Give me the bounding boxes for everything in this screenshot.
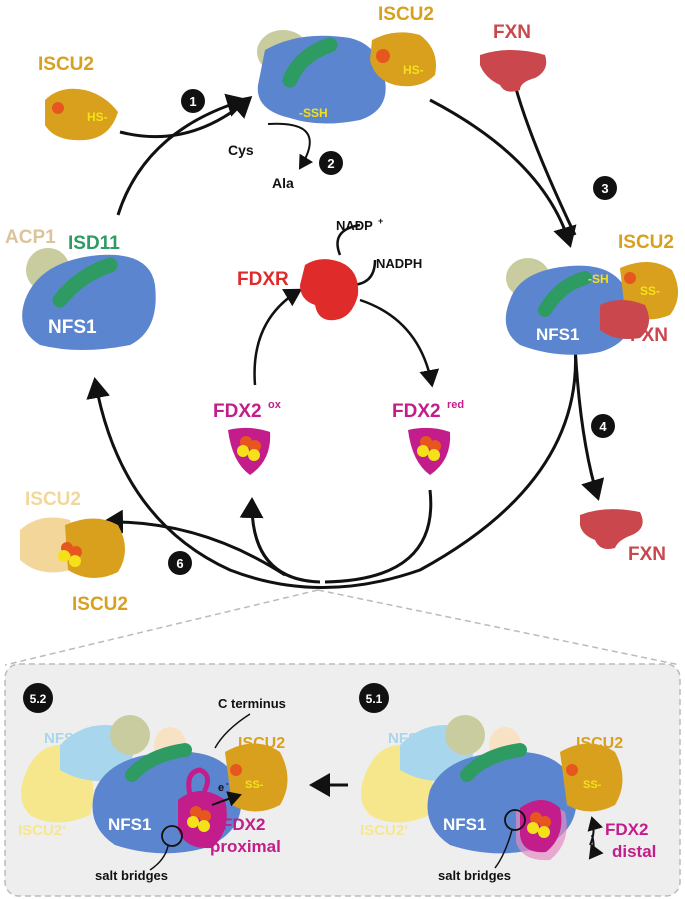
step-5-1: 5.1 [366, 692, 383, 706]
arrow-cys-ala [267, 122, 314, 170]
arrow-fxn-in [513, 84, 577, 236]
label-iscu2-prime-5-2: ISCU2‘ [18, 822, 66, 839]
step-2: 2 [327, 156, 334, 171]
fxn-free-top: FXN [480, 22, 547, 92]
label-proximal: proximal [210, 837, 281, 856]
label-nfs1-prime-5-1: NFS1‘ [388, 730, 431, 747]
arrow-cycle-right-down [86, 344, 578, 589]
step-5-2: 5.2 [30, 692, 47, 706]
step-4: 4 [599, 419, 607, 434]
label-fdx2-red: FDX2 [392, 401, 441, 422]
label-hs: HS- [87, 110, 108, 124]
step-6: 6 [176, 556, 183, 571]
iscu2-free: HS- ISCU2 [38, 54, 118, 141]
label-fdxr: FDXR [237, 269, 289, 290]
label-ox: ox [268, 399, 282, 411]
label-nadp-sup: + [378, 216, 383, 226]
zoom-lines [4, 589, 681, 666]
label-electron-sup: - [226, 779, 229, 788]
label-ss-5-2: SS- [245, 779, 264, 791]
arrow-fdx2red-out [324, 489, 433, 584]
arrow-step6-iscu2-out [102, 509, 286, 577]
label-nfs1-5-2: NFS1 [108, 815, 151, 834]
complex-right: -SH SS- NFS1 ISCU2 FXN [505, 232, 679, 355]
arrow-step4-fxn-out [573, 344, 605, 501]
label-electron: e [218, 782, 224, 794]
label-cys: Cys [228, 142, 254, 158]
panel-5-1: 5.1 NFS1‘ ISCU2‘ NFS1 ISCU2 SS- FDX2 dis… [359, 683, 656, 883]
arrow-fdx2ox-in [239, 497, 321, 584]
fdx2-red: FDX2 red [392, 399, 464, 475]
panel-5-2: 5.2 NFS1‘ ISCU2‘ NFS1 ISCU2 SS- e - C te… [18, 683, 288, 883]
label-iscu2-prime-5-1: ISCU2‘ [360, 822, 408, 839]
label-iscu2-5-2: ISCU2 [238, 735, 285, 752]
label-ss-right: SS- [640, 284, 660, 298]
label-acp1: ACP1 [5, 227, 56, 248]
label-red: red [447, 399, 464, 411]
label-nfs1-prime-5-2: NFS1‘ [44, 730, 87, 747]
label-isd11: ISD11 [68, 233, 120, 254]
label-salt-bridges-5-2: salt bridges [95, 868, 168, 883]
label-fdx2-5-1: FDX2 [605, 820, 648, 839]
label-nadp: NADP [336, 218, 373, 233]
label-iscu2-top: ISCU2 [378, 4, 434, 25]
arrow-cycle-left-up [116, 93, 248, 216]
label-c-terminus: C terminus [218, 696, 286, 711]
label-fxn-released: FXN [628, 544, 666, 565]
label-sh: -SH [588, 272, 609, 286]
label-nfs1-right: NFS1 [536, 325, 579, 344]
label-iscu2-5-1: ISCU2 [576, 735, 623, 752]
label-ssh: -SSH [299, 106, 328, 120]
complex-top: HS- -SSH ISCU2 Cys Ala [228, 4, 436, 191]
step-1: 1 [189, 94, 196, 109]
label-fxn-right: FXN [630, 325, 668, 346]
main-cycle-arrows [86, 84, 605, 589]
step-badges: 1 2 3 4 6 [168, 89, 617, 575]
label-iscu2-light: ISCU2 [25, 489, 81, 510]
label-fdx2-ox: FDX2 [213, 401, 262, 422]
label-ala: Ala [272, 175, 294, 191]
fxn-released: FXN [580, 509, 666, 565]
label-nadph: NADPH [376, 256, 422, 271]
label-fxn-top: FXN [493, 22, 531, 43]
label-nfs1-5-1: NFS1 [443, 815, 486, 834]
label-nfs1-left: NFS1 [48, 317, 97, 338]
fdxr: FDXR NADP + NADPH [237, 216, 422, 321]
fdx2-ox: FDX2 ox [213, 399, 282, 475]
label-ss-5-1: SS- [583, 779, 602, 791]
iscu2-dimer-with-cluster: ISCU2 ISCU2 [20, 489, 128, 615]
label-iscu2-right: ISCU2 [618, 232, 674, 253]
complex-left: NFS1 ISD11 ACP1 [5, 227, 156, 350]
label-distal: distal [612, 842, 656, 861]
label-hs-top: HS- [403, 63, 424, 77]
label-iscu2-top-left: ISCU2 [38, 54, 94, 75]
arrow-cycle-top-right [429, 98, 577, 248]
label-salt-bridges-5-1: salt bridges [438, 868, 511, 883]
label-iscu2-dimer: ISCU2 [72, 594, 128, 615]
label-fdx2-5-2: FDX2 [222, 815, 265, 834]
step-3: 3 [601, 181, 608, 196]
